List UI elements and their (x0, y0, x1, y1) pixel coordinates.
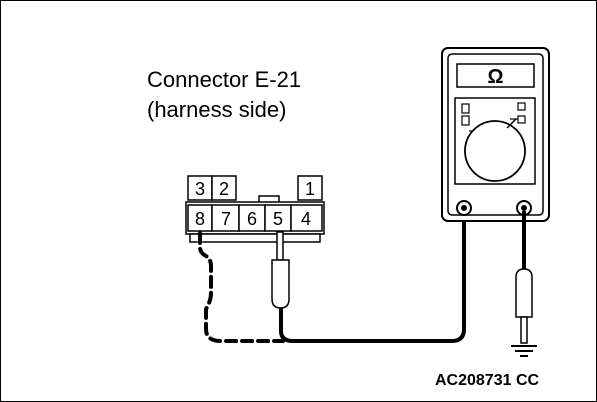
connector-side: (harness side) (147, 97, 287, 122)
ground-icon (511, 345, 537, 357)
pin-label-1: 1 (305, 179, 315, 199)
connector-label: Connector E-21 (harness side) (147, 65, 301, 125)
pin-label-7: 7 (221, 209, 231, 229)
rotary-dial (464, 120, 526, 182)
probe-pin5-body (271, 259, 290, 309)
dial-mark-a (461, 103, 470, 114)
pin-label-6: 6 (247, 209, 257, 229)
figure-id: AC208731 CC (435, 372, 540, 389)
ohm-symbol: Ω (487, 66, 503, 88)
multimeter: Ω (441, 47, 550, 222)
dial-mark-c (517, 102, 526, 111)
probe-ground-tip (520, 316, 528, 344)
pin-cell-2 (211, 175, 237, 201)
pin-cell-8 (187, 204, 213, 232)
connector-name: Connector E-21 (147, 67, 302, 92)
probe-pin5-tip (276, 231, 284, 261)
dial-mark-d (517, 115, 526, 124)
dial-pointer (506, 118, 517, 129)
pin-cell-3 (187, 175, 213, 201)
pin-label-3: 3 (195, 179, 205, 199)
pin-label-4: 4 (301, 209, 311, 229)
dial-mark-b (461, 115, 470, 126)
pin-labels: 3 2 1 8 7 6 5 4 (195, 179, 315, 229)
test-lead-solid (279, 211, 466, 343)
pin-cell-7 (211, 204, 240, 232)
pin-cell-4 (290, 204, 323, 232)
multimeter-display (456, 63, 535, 88)
connector-base (189, 233, 321, 243)
connector-e21 (185, 175, 325, 243)
pin-label-5: 5 (273, 209, 283, 229)
probe-ground (515, 268, 533, 344)
pin-cell-1 (297, 175, 323, 201)
pin-label-2: 2 (219, 179, 229, 199)
pin-label-8: 8 (195, 209, 205, 229)
probe-pin5 (271, 231, 290, 309)
pin-cell-5 (264, 204, 292, 232)
harness-wire-dashed (198, 231, 285, 343)
probe-ground-body (515, 268, 533, 318)
